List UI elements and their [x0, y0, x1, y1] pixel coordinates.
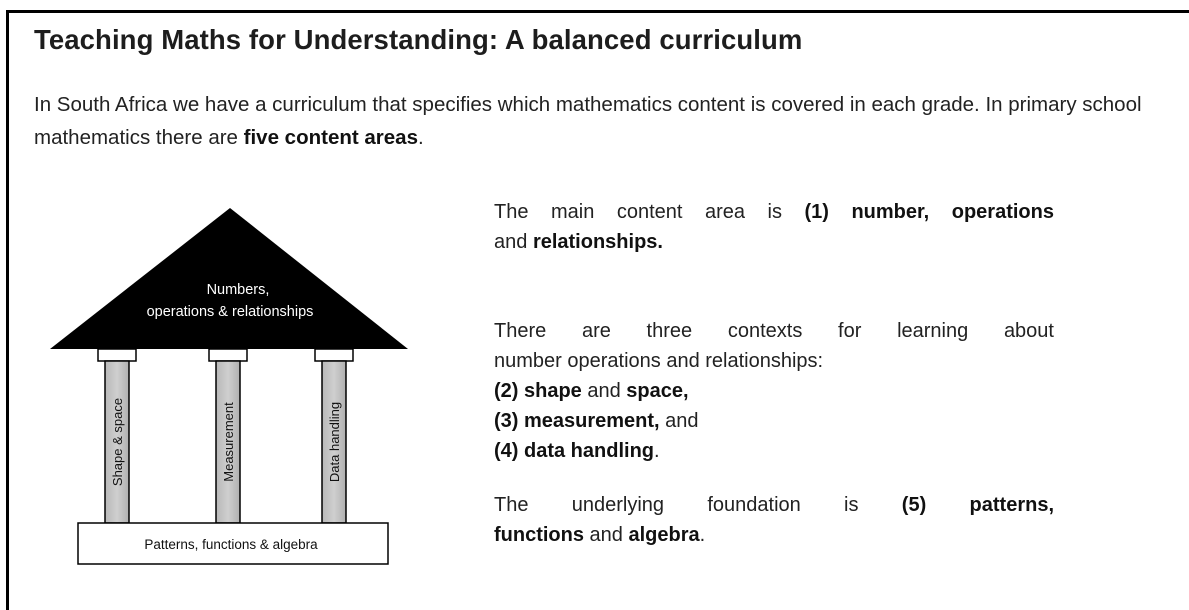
pillar-label-measurement: Measurement — [221, 402, 236, 482]
para3-bold2: functions — [494, 524, 584, 546]
foundation-bar — [77, 522, 389, 565]
para2-line5: (4) data handling. — [494, 436, 1054, 466]
para1-line2: and relationships. — [494, 231, 663, 253]
para2-line1: There are three contexts for learning ab… — [494, 320, 1054, 342]
para2-bold-measurement: (3) measurement, — [494, 410, 660, 432]
intro-text: In South Africa we have a curriculum tha… — [34, 93, 1142, 149]
pillar-label-shape-space: Shape & space — [110, 398, 125, 486]
pillar-label-data-handling: Data handling — [327, 402, 342, 482]
intro-paragraph: In South Africa we have a curriculum tha… — [34, 88, 1184, 154]
content-frame — [6, 10, 1189, 610]
para3-line2: functions and algebra. — [494, 520, 1054, 550]
para2-line2: number operations and relationships: — [494, 350, 824, 372]
para3-text1: The underlying foundation is — [494, 494, 902, 516]
para1-text2: and — [494, 231, 533, 253]
para1-line1: The main content area is (1) number, ope… — [494, 197, 1054, 227]
para1-text1: The main content area is — [494, 201, 805, 223]
para2-and: and — [581, 380, 627, 402]
foundation-label: Patterns, functions & algebra — [144, 537, 318, 552]
para2-and2: and — [659, 410, 699, 432]
paragraph-main-content: The main content area is (1) number, ope… — [494, 197, 1054, 257]
para2-line4: (3) measurement, and — [494, 406, 1054, 436]
page-title: Teaching Maths for Understanding: A bala… — [34, 24, 803, 55]
para3-bold1: (5) patterns, — [901, 494, 1054, 516]
para2-line3: (2) shape and space, — [494, 376, 1054, 406]
paragraph-contexts: There are three contexts for learning ab… — [494, 316, 1054, 466]
paragraph-foundation: The underlying foundation is (5) pattern… — [494, 490, 1054, 550]
para2-period: . — [654, 440, 660, 462]
roof-label-line2: operations & relationships — [147, 304, 314, 320]
para1-bold2: relationships. — [532, 231, 663, 253]
roof-triangle — [50, 208, 408, 349]
pillar-cap-center — [208, 348, 248, 362]
para2-bold-data-handling: (4) data handling — [494, 440, 654, 462]
para2-bold-space: space, — [626, 380, 689, 402]
pillar-center — [215, 360, 241, 524]
pillar-cap-left — [97, 348, 137, 362]
para3-text3: . — [699, 524, 706, 546]
intro-end: . — [417, 126, 424, 149]
pillar-cap-right — [314, 348, 354, 362]
curriculum-house-diagram: Numbers, operations & relationships Shap… — [50, 208, 408, 565]
pillar-left — [104, 360, 130, 524]
para2-bold-shape: (2) shape — [494, 380, 582, 402]
para3-text2: and — [584, 524, 629, 546]
para1-bold1: (1) number, operations — [804, 201, 1054, 223]
para3-bold3: algebra — [628, 524, 700, 546]
intro-bold: five content areas — [243, 126, 418, 149]
para3-line1: The underlying foundation is (5) pattern… — [494, 490, 1054, 520]
roof-label-line1: Numbers, — [207, 282, 270, 298]
